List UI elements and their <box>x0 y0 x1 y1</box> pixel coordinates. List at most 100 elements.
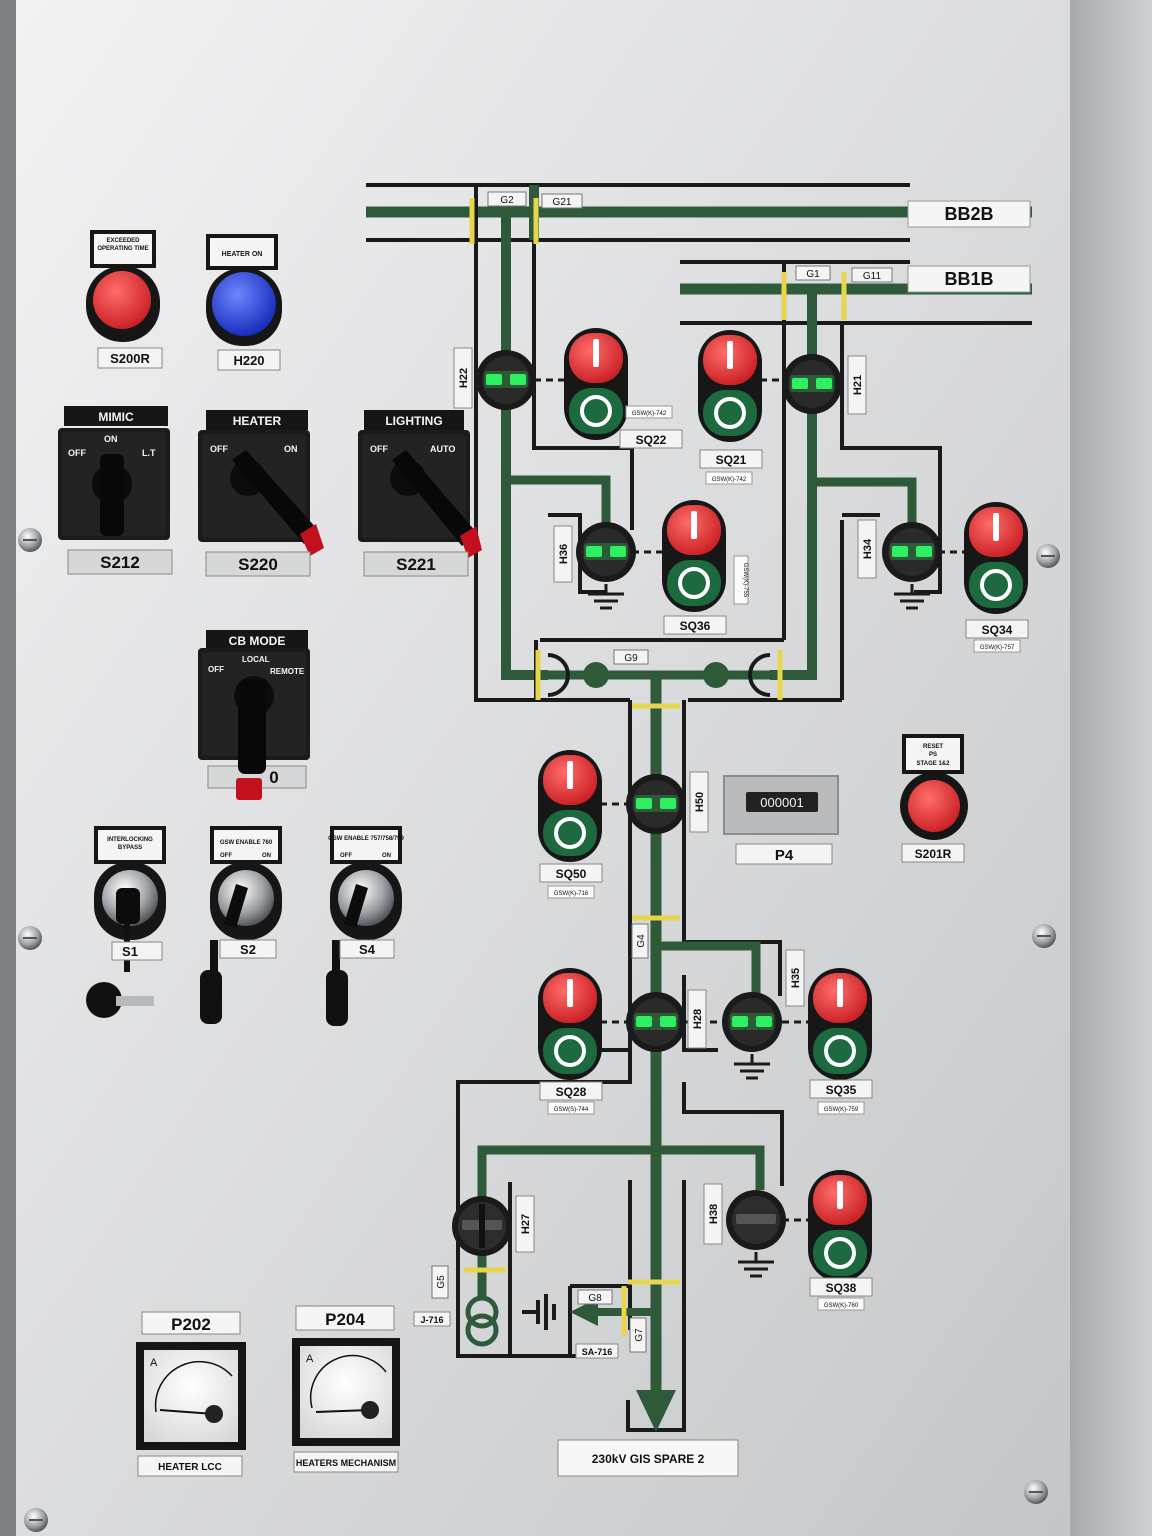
label-g5: G5 <box>436 1275 447 1289</box>
sq35-pushbutton[interactable] <box>806 966 874 1082</box>
reset-caption-line1: RESET <box>923 744 943 750</box>
sq34-label: SQ34 <box>982 623 1013 637</box>
s201r-reset-button[interactable] <box>908 780 960 832</box>
screw-icon <box>1035 543 1061 569</box>
label-h36: H36 <box>558 544 570 564</box>
sq28-label: SQ28 <box>556 1085 587 1099</box>
screw-icon <box>23 1507 49 1533</box>
heater-on-lamp <box>212 272 276 336</box>
sq22-tag: GSW(K)-742 <box>632 411 667 417</box>
label-h38: H38 <box>708 1204 720 1224</box>
p202-caption: HEATER LCC <box>158 1462 222 1473</box>
mimic-title: MIMIC <box>98 410 134 424</box>
lighting-title: LIGHTING <box>385 414 442 428</box>
cbmode-selector-knob[interactable] <box>234 676 274 800</box>
sq38-label: SQ38 <box>826 1281 857 1295</box>
label-h50: H50 <box>694 792 706 812</box>
sq21-pushbutton[interactable] <box>696 328 764 444</box>
sq38-tag: GSW(K)-760 <box>824 1303 859 1309</box>
mimic-on: ON <box>104 434 118 444</box>
s221-label: S221 <box>396 555 436 574</box>
sq21-label: SQ21 <box>716 453 747 467</box>
sq38-pushbutton[interactable] <box>806 1168 874 1284</box>
sq50-tag: GSW(K)-716 <box>554 891 589 897</box>
sq36-pushbutton[interactable] <box>660 498 728 614</box>
counter-value: 000001 <box>760 795 803 810</box>
sq28-tag: GSW(S)-744 <box>554 1107 589 1113</box>
sq22-pushbutton[interactable] <box>562 326 630 442</box>
cbmode-remote: REMOTE <box>270 667 305 676</box>
sq21-tag: GSW(K)-742 <box>712 477 747 483</box>
operations-counter: 000001 <box>723 775 839 835</box>
mimic-selector-knob[interactable] <box>92 454 132 536</box>
sq34-pushbutton[interactable] <box>962 500 1030 616</box>
indicator-h22-led <box>476 350 536 410</box>
cbmode-local: LOCAL <box>242 655 270 664</box>
screw-icon <box>1031 923 1057 949</box>
lighting-off: OFF <box>370 444 388 454</box>
s212-label: S212 <box>100 553 140 572</box>
label-g21: G21 <box>553 197 572 208</box>
p204-caption: HEATERS MECHANISM <box>296 1458 396 1468</box>
label-h22: H22 <box>458 368 470 388</box>
label-g4: G4 <box>636 934 647 948</box>
p204-label: P204 <box>325 1310 365 1329</box>
busbar-bb2b-label: BB2B <box>944 204 993 224</box>
sq50-label: SQ50 <box>556 867 587 881</box>
cbmode-code-label: 0 <box>269 768 278 787</box>
screw-icon <box>17 925 43 951</box>
reset-caption-line3: STAGE 1&2 <box>917 761 951 767</box>
s200r-button[interactable] <box>93 271 151 329</box>
sq28-pushbutton[interactable] <box>536 966 604 1082</box>
heater-title: HEATER <box>233 414 282 428</box>
label-h27: H27 <box>520 1214 532 1234</box>
sq50-pushbutton[interactable] <box>536 748 604 864</box>
s2-off: OFF <box>220 853 232 859</box>
s4-caption: GSW ENABLE 757/758/759 <box>328 836 404 842</box>
s200r-label: S200R <box>110 351 150 366</box>
cbmode-off: OFF <box>208 665 224 674</box>
sq36-label: SQ36 <box>680 619 711 633</box>
sq35-label: SQ35 <box>826 1083 857 1097</box>
h220-label: H220 <box>233 353 264 368</box>
indicator-h35-led <box>722 992 782 1052</box>
lighting-auto: AUTO <box>430 444 455 454</box>
counter-label: P4 <box>775 847 794 864</box>
key-icon <box>200 884 248 1024</box>
heater-selector-knob[interactable] <box>230 450 324 556</box>
sa716-label: SA-716 <box>582 1347 613 1357</box>
mimic-lt: L.T <box>142 448 156 458</box>
label-h35: H35 <box>790 968 802 988</box>
busbar-bb1b-label: BB1B <box>944 269 993 289</box>
cbmode-title: CB MODE <box>229 634 286 648</box>
indicator-h27-led <box>452 1196 512 1256</box>
sq36-tag: GSW(K)-755 <box>742 563 748 598</box>
label-g8: G8 <box>588 1293 602 1304</box>
mimic-off: OFF <box>68 448 86 458</box>
indicator-h36-led <box>576 522 636 582</box>
sq34-tag: GSW(K)-757 <box>980 645 1015 651</box>
j716-label: J-716 <box>420 1315 443 1325</box>
h220-caption: HEATER ON <box>222 251 263 258</box>
indicator-h28-led <box>626 992 686 1052</box>
feeder-label: 230kV GIS SPARE 2 <box>592 1452 705 1466</box>
svg-text:A: A <box>306 1353 314 1365</box>
label-h28: H28 <box>692 1009 704 1029</box>
reset-caption-line2: PS <box>929 752 937 758</box>
cabinet-frame <box>1070 0 1152 1536</box>
heater-on: ON <box>284 444 298 454</box>
s220-label: S220 <box>238 555 278 574</box>
label-g1: G1 <box>806 269 820 280</box>
svg-text:A: A <box>150 1357 158 1369</box>
indicator-h21-led <box>782 354 842 414</box>
indicator-h34-led <box>882 522 942 582</box>
s1-caption: INTERLOCKING BYPASS <box>107 837 153 851</box>
heater-off: OFF <box>210 444 228 454</box>
label-g9: G9 <box>624 653 638 664</box>
label-g7: G7 <box>634 1328 645 1342</box>
s4-label: S4 <box>359 942 376 957</box>
s200r-caption: EXCEEDED OPERATING TIME <box>97 238 149 252</box>
lighting-selector-knob[interactable] <box>390 450 482 558</box>
s2-on: ON <box>262 853 271 859</box>
